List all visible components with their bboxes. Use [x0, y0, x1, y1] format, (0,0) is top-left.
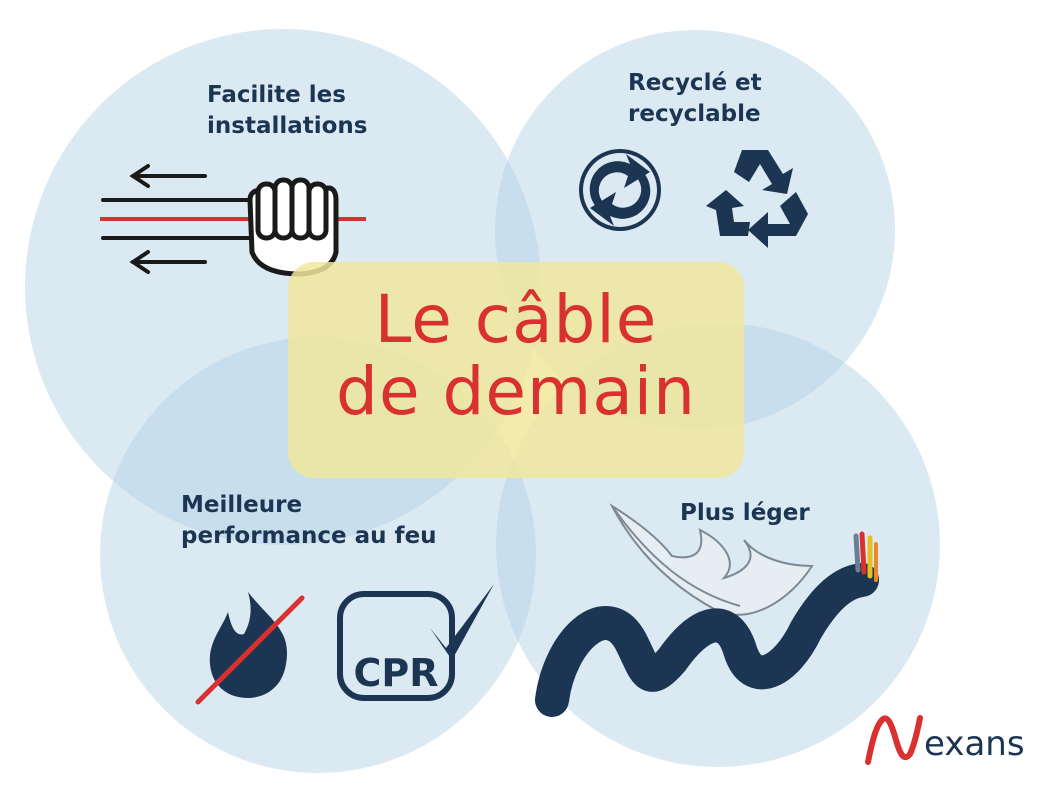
center-title-line2: de demain [336, 353, 696, 430]
brand-name-text: exans [924, 724, 1025, 764]
benefit-line: Recyclé et [628, 70, 762, 96]
benefit-line: Meilleure [181, 492, 303, 518]
benefit-line: recyclable [628, 101, 761, 127]
crossed-flame-icon [195, 592, 305, 705]
pull-arrows-icon [101, 164, 252, 274]
fist-icon [247, 177, 339, 277]
benefit-label-weight: Plus léger [680, 498, 810, 529]
brand-initial-mark [865, 715, 923, 765]
benefit-label-recycling: Recyclé et recyclable [628, 68, 762, 130]
cable-icon [535, 531, 879, 717]
recycle-icon [706, 150, 808, 248]
center-title: Le câble de demain [288, 284, 744, 428]
benefit-label-installation: Facilite les installations [207, 80, 368, 142]
brand-name: exans [924, 724, 1025, 764]
benefit-label-fire: Meilleure performance au feu [181, 490, 437, 552]
green-dot-icon [579, 149, 661, 231]
cpr-badge-text: CPR [354, 651, 439, 695]
center-title-line1: Le câble [374, 281, 658, 358]
benefit-line: installations [207, 113, 368, 139]
brand-logo [865, 715, 923, 765]
center-box [288, 262, 744, 478]
benefit-line: Plus léger [680, 500, 810, 526]
benefit-line: performance au feu [181, 523, 437, 549]
benefit-line: Facilite les [207, 82, 346, 108]
cpr-check-icon: CPR [337, 584, 494, 701]
